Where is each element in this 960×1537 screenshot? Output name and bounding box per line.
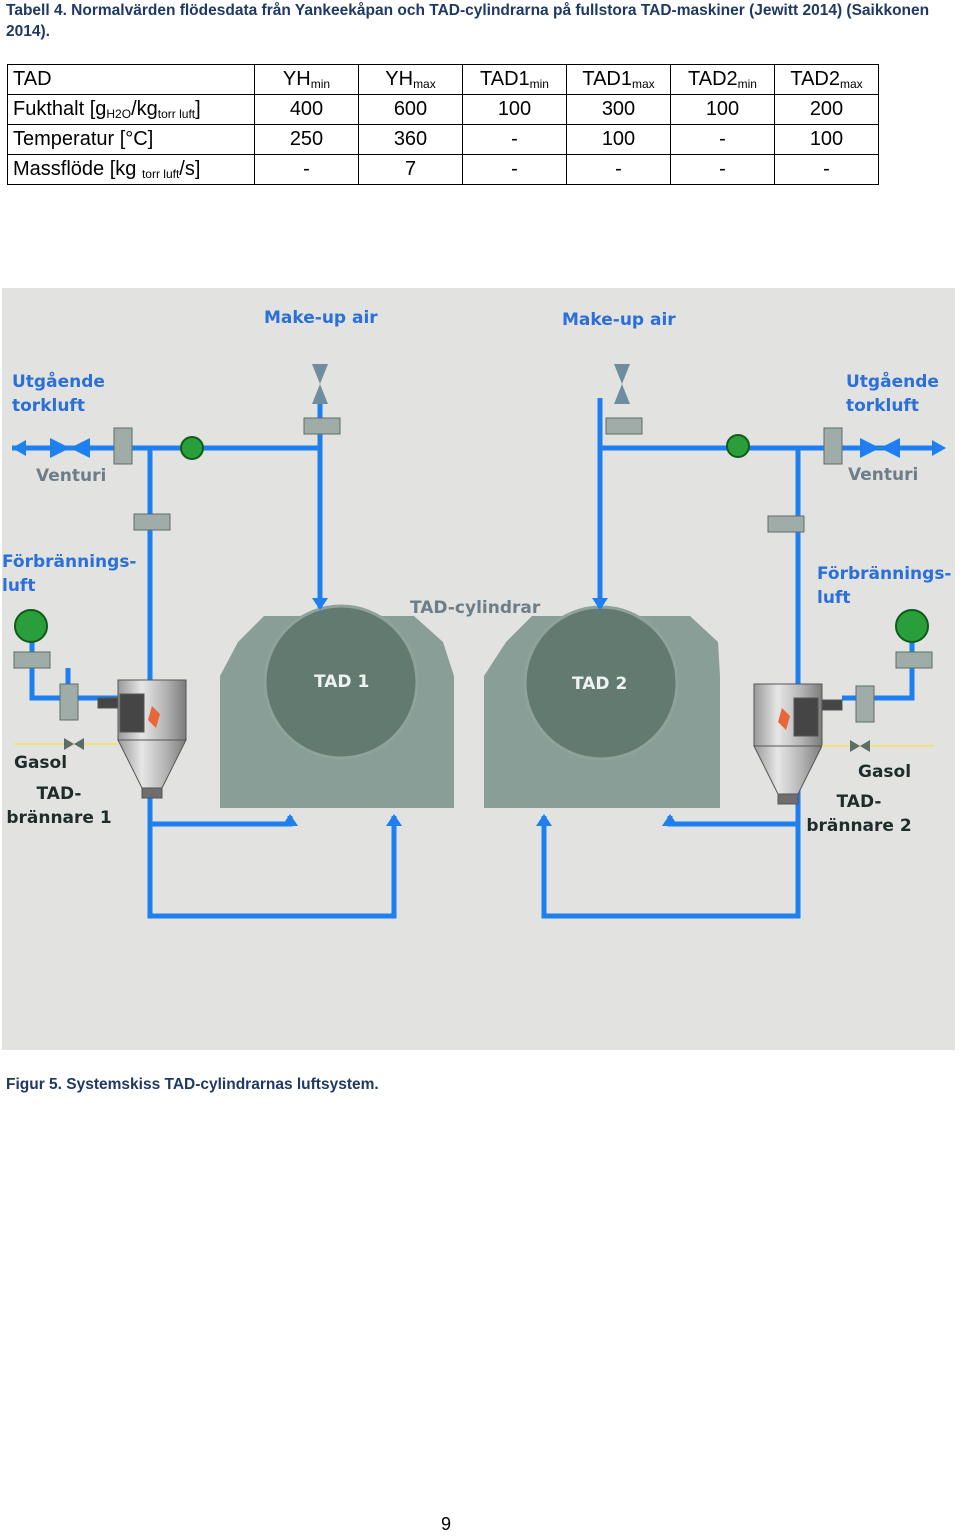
table-cell: 400: [254, 94, 359, 125]
damper-box-6: [767, 515, 805, 533]
damper-box-4: [823, 427, 843, 465]
figure-caption: Figur 5. Systemskiss TAD-cylindrarnas lu…: [6, 1076, 379, 1093]
table-header-row: TAD YHmin YHmax TAD1min TAD1max TAD2min …: [7, 64, 879, 95]
venturi-left-icon: [50, 438, 90, 458]
fan-left-top-icon: [180, 436, 204, 460]
damper-box-9: [59, 683, 79, 721]
table-cell: -: [566, 154, 671, 185]
table-row: Temperatur [°C] 250 360 - 100 - 100: [7, 124, 879, 155]
header-yh-min: YHmin: [254, 64, 359, 95]
makeup-left-damper-icon: [312, 364, 328, 404]
label-gasol-right: Gasol: [858, 762, 912, 782]
page-number: 9: [441, 1514, 452, 1534]
damper-box-8: [895, 651, 933, 669]
table-row: Massflöde [kg torr luft/s] - 7 - - - -: [7, 154, 879, 185]
damper-box-5: [133, 513, 171, 531]
table-cell: 250: [254, 124, 359, 155]
header-tad2-min: TAD2min: [670, 64, 775, 95]
venturi-right-icon: [860, 438, 900, 458]
label-combustion-left: Förbrännings- luft: [2, 552, 137, 596]
row-label-massflode: Massflöde [kg torr luft/s]: [7, 154, 255, 185]
label-outgoing-right: Utgående torkluft: [846, 372, 939, 416]
air-system-diagram: Make-up air Make-up air Utgående torkluf…: [2, 288, 955, 1050]
burner-1: [97, 679, 187, 799]
table-cell: -: [774, 154, 879, 185]
header-tad2-max: TAD2max: [774, 64, 879, 95]
table-cell: -: [462, 124, 567, 155]
label-tad1: TAD 1: [314, 672, 370, 692]
arrow-left-outgoing: [12, 440, 26, 456]
pipe-right-main: [541, 448, 801, 919]
fan-right-top-icon: [726, 434, 750, 458]
damper-box-1: [113, 427, 133, 465]
label-outgoing-left: Utgående torkluft: [12, 372, 105, 416]
pipe-right-comb: [842, 640, 915, 701]
arrow-up-right-1: [536, 814, 552, 826]
arrow-down-left-top: [312, 598, 328, 610]
table-row: Fukthalt [gH2O/kgtorr luft] 400 600 100 …: [7, 94, 879, 125]
header-tad: TAD: [7, 64, 255, 95]
table-cell: 600: [358, 94, 463, 125]
flow-data-table: TAD YHmin YHmax TAD1min TAD1max TAD2min …: [7, 64, 879, 185]
burner-2: [753, 683, 843, 805]
label-gasol-left: Gasol: [14, 753, 68, 773]
label-makeup-air-left: Make-up air: [264, 308, 378, 328]
label-tad-cylinders: TAD-cylindrar: [410, 598, 541, 618]
damper-box-10: [855, 685, 875, 723]
damper-box-3: [605, 417, 643, 435]
table-cell: 100: [670, 94, 775, 125]
arrow-down-right-top: [592, 598, 608, 610]
label-burner-1: TAD- brännare 1: [6, 784, 112, 828]
label-venturi-left: Venturi: [36, 466, 107, 486]
table-cell: -: [254, 154, 359, 185]
label-venturi-right: Venturi: [848, 465, 919, 485]
arrow-up-left-1: [282, 814, 298, 826]
table-cell: 200: [774, 94, 879, 125]
label-combustion-right: Förbrännings- luft: [817, 564, 952, 608]
gas-valve-right-icon: [850, 740, 870, 752]
table-caption: Tabell 4. Normalvärden flödesdata från Y…: [6, 2, 930, 40]
pipe-left-top: [150, 398, 323, 451]
arrow-up-left-2: [386, 814, 402, 826]
arrow-up-right-2: [662, 814, 678, 826]
table-cell: -: [462, 154, 567, 185]
header-yh-max: YHmax: [358, 64, 463, 95]
table-cell: 100: [774, 124, 879, 155]
header-tad1-min: TAD1min: [462, 64, 567, 95]
row-label-temperatur: Temperatur [°C]: [7, 124, 255, 155]
table-cell: 100: [462, 94, 567, 125]
fan-right-comb-icon: [895, 609, 929, 643]
tad1-cylinder: [263, 604, 419, 760]
table-cell: 7: [358, 154, 463, 185]
pipe-right-burner: [667, 816, 798, 827]
table-cell: 300: [566, 94, 671, 125]
table-cell: 100: [566, 124, 671, 155]
fan-left-comb-icon: [14, 609, 48, 643]
damper-box-2: [303, 417, 341, 435]
damper-box-7: [13, 651, 51, 669]
label-makeup-air-right: Make-up air: [562, 310, 676, 330]
label-tad2: TAD 2: [572, 674, 628, 694]
diagram-graphics: [12, 364, 946, 919]
table-cell: 360: [358, 124, 463, 155]
pipe-left-burner: [150, 816, 293, 827]
gas-valve-left-icon: [64, 738, 84, 750]
label-burner-2: TAD- brännare 2: [806, 792, 912, 836]
row-label-fukthalt: Fukthalt [gH2O/kgtorr luft]: [7, 94, 255, 125]
makeup-right-damper-icon: [614, 364, 630, 404]
arrow-right-outgoing: [932, 440, 946, 456]
table-cell: -: [670, 124, 775, 155]
header-tad1-max: TAD1max: [566, 64, 671, 95]
table-cell: -: [670, 154, 775, 185]
